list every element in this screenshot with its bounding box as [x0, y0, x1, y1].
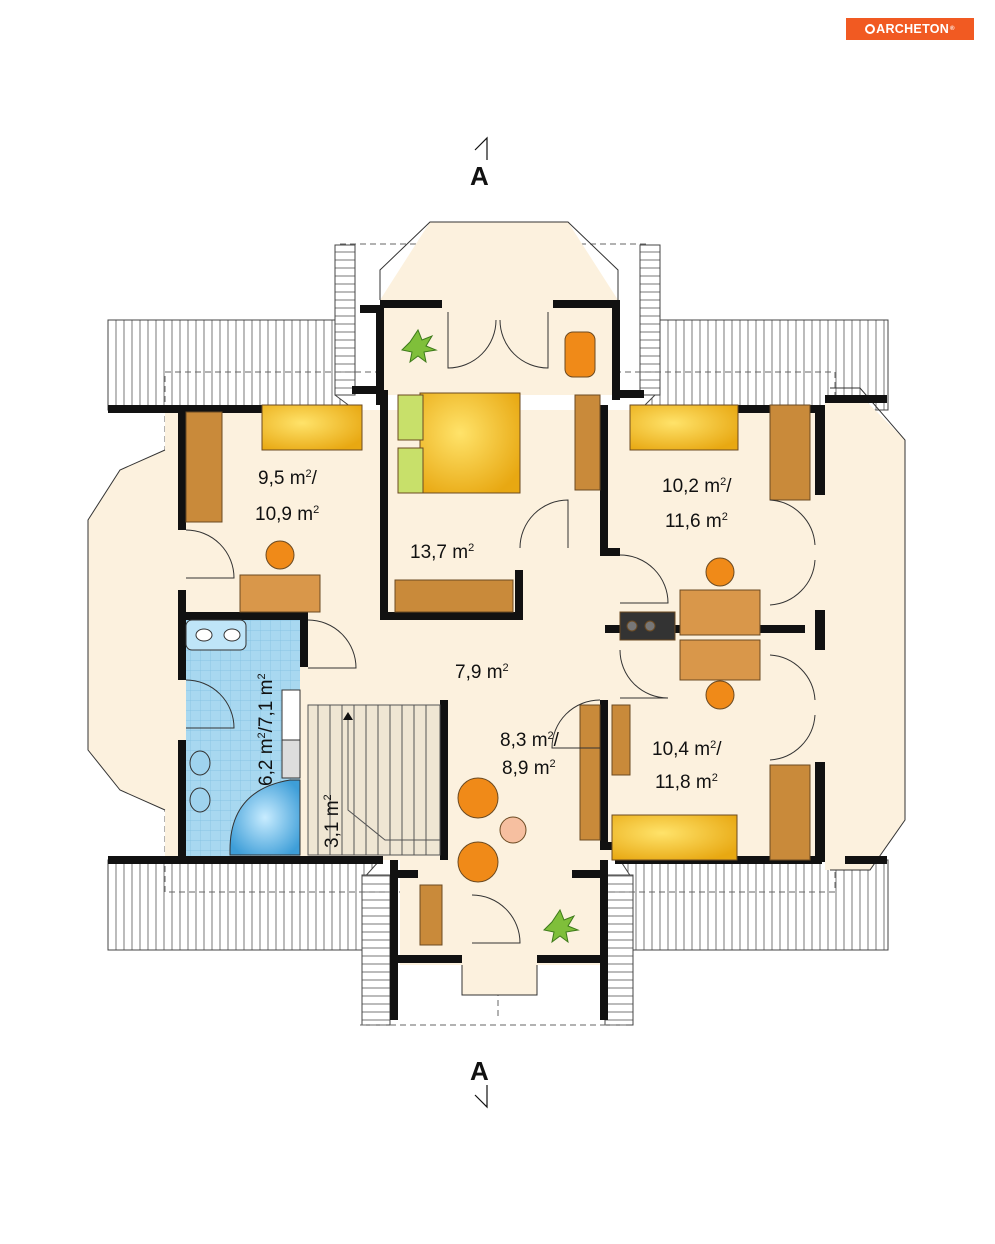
archeton-logo: ARCHETON ® [846, 18, 974, 40]
stair-arrow-icon [343, 712, 353, 720]
furniture [185, 331, 811, 946]
lounge-shelf [579, 704, 601, 841]
plant-top-icon [400, 328, 438, 364]
hob-2-icon [644, 620, 656, 632]
door-swings [185, 312, 816, 944]
bed-right-bottom [611, 814, 738, 861]
section-marker-top: A [470, 136, 489, 191]
sink-right-icon [223, 628, 241, 642]
bedroom-right-bottom-area-1: 10,4 m2/ [652, 739, 722, 760]
desk-right-2 [679, 639, 761, 681]
dresser-right-bottom [611, 704, 631, 776]
coffee-table-icon [499, 816, 527, 844]
bedroom-right-top-area-1: 10,2 m2/ [662, 476, 732, 497]
chair-right-bottom-icon [705, 680, 735, 710]
plant-bottom-icon [542, 908, 580, 944]
bedroom-right-bottom-area-2: 11,8 m2 [655, 772, 718, 793]
lounge-cabinet [419, 884, 443, 946]
roof-bottom-left [107, 859, 382, 951]
chair-left-icon [265, 540, 295, 570]
chair-right-top-icon [705, 557, 735, 587]
desk-right [679, 589, 761, 636]
hob-1-icon [626, 620, 638, 632]
roof-bottom-right [619, 859, 889, 951]
bathroom-area: 6,2 m2/7,1 m2 [256, 673, 277, 786]
master-chair [564, 331, 596, 378]
plants [400, 328, 580, 944]
section-marker-bottom: A [470, 1056, 489, 1109]
bedroom-left-area-2: 10,9 m2 [255, 504, 319, 525]
bed-left-bedroom [261, 404, 363, 451]
roof-dormer-left [334, 244, 356, 396]
lounge-area-1: 8,3 m2/ [500, 730, 560, 751]
desk-left-bedroom [239, 574, 321, 613]
bedroom-right-top-area-2: 11,6 m2 [665, 511, 728, 532]
wardrobe-right-top [769, 404, 811, 501]
section-marker-top-label: A [470, 161, 489, 191]
bathroom-fixtures [185, 619, 301, 856]
wardrobe-left-bedroom [185, 411, 223, 523]
logo-circle-icon [865, 24, 876, 34]
staircase [307, 704, 441, 856]
master-wardrobe [574, 394, 601, 491]
master-bed [419, 392, 521, 494]
roof-dormer-bottom-right [604, 874, 634, 1026]
armchair-1-icon [457, 777, 499, 819]
roof-dormer-bottom-left [361, 874, 391, 1026]
nightstand-left-2 [397, 447, 424, 494]
master-dresser [394, 579, 514, 613]
roof-top-left [107, 319, 357, 411]
bathtub-icon [229, 779, 301, 856]
hall-area: 7,9 m2 [455, 662, 509, 683]
toilet-icon [189, 750, 211, 776]
bidet-icon [189, 787, 211, 813]
section-marker-bottom-label: A [470, 1056, 489, 1086]
roof-dormer-right [639, 244, 661, 396]
room-labels: 9,5 m2/ 10,9 m2 13,7 m2 10,2 m2/ 11,6 m2… [255, 468, 732, 848]
wardrobe-right-bottom [769, 764, 811, 861]
logo-text: ARCHETON [876, 22, 950, 36]
nightstand-left [397, 394, 424, 441]
armchair-2-icon [457, 841, 499, 883]
bay-outlines [87, 221, 906, 996]
logo-reg-mark: ® [950, 26, 955, 32]
lounge-area-2: 8,9 m2 [502, 758, 556, 779]
sink-left-icon [195, 628, 213, 642]
bedroom-left-area-1: 9,5 m2/ [258, 468, 318, 489]
roof-areas [107, 244, 889, 1026]
stairs-area: 3,1 m2 [322, 794, 343, 848]
bed-right-top [629, 404, 739, 451]
master-bedroom-area: 13,7 m2 [410, 542, 474, 563]
